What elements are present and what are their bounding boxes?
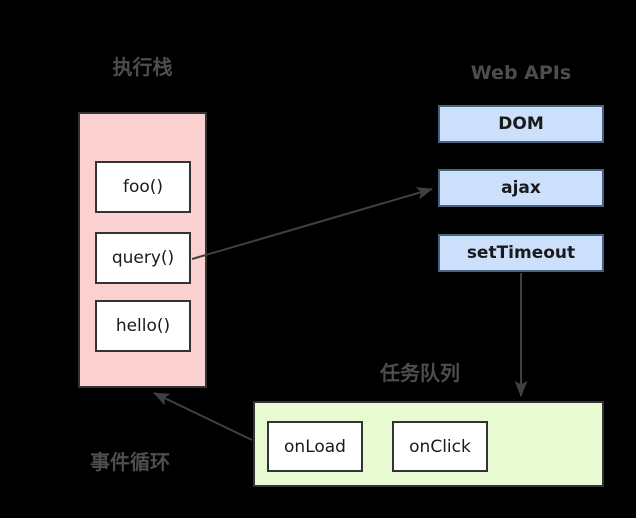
arrow-queue-to-stack [153, 392, 253, 441]
task-queue-title: 任务队列 [380, 361, 460, 385]
stack-frame-foo[interactable]: foo() [95, 161, 191, 213]
call-stack-title: 执行栈 [112, 55, 173, 79]
stack-frame-hello[interactable]: hello() [95, 300, 191, 352]
web-api-settimeout[interactable]: setTimeout [438, 234, 604, 272]
web-api-ajax[interactable]: ajax [438, 169, 604, 207]
task-onload[interactable]: onLoad [267, 421, 363, 472]
task-onclick[interactable]: onClick [392, 421, 488, 472]
arrow-query-to-ajax [191, 187, 433, 260]
web-apis-title: Web APIs [470, 62, 572, 84]
stack-frame-query[interactable]: query() [95, 232, 191, 284]
event-loop-title: 事件循环 [90, 450, 170, 474]
web-api-dom[interactable]: DOM [438, 105, 604, 143]
